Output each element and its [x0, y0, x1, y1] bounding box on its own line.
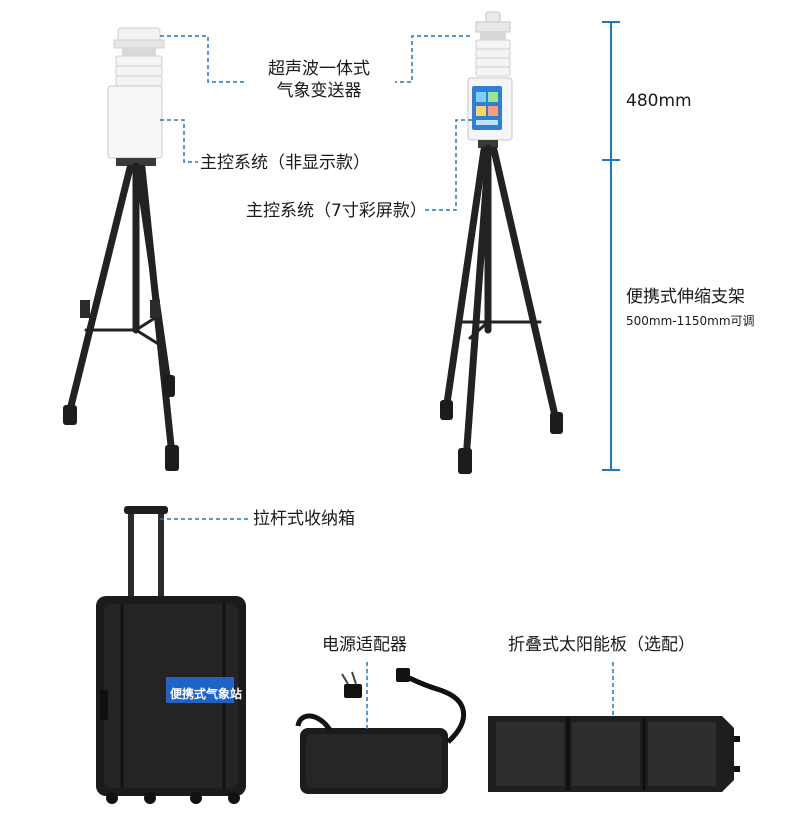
solar-panel-label: 折叠式太阳能板（选配） [508, 635, 695, 655]
callout-lines [160, 35, 614, 732]
folding-solar-panel [488, 716, 740, 792]
right-weather-station [440, 11, 563, 474]
left-ultrasonic-sensor [113, 27, 165, 87]
power-adapter-label: 电源适配器 [322, 635, 407, 655]
case-sticker [166, 677, 234, 703]
transmitter-label-line1: 超声波一体式 [268, 59, 370, 79]
case-sticker-text: 便携式气象站 [170, 687, 243, 701]
stand-title: 便携式伸缩支架 [626, 287, 745, 307]
trolley-case-label: 拉杆式收纳箱 [253, 509, 355, 529]
left-weather-station [63, 27, 179, 471]
right-tripod [442, 144, 560, 464]
right-ultrasonic-sensor [475, 11, 511, 77]
main-control-color-screen-label: 主控系统（7寸彩屏款） [246, 201, 427, 221]
trolley-case [96, 506, 246, 804]
transmitter-label-line2: 气象变送器 [276, 81, 362, 101]
height-label: 480mm [626, 91, 692, 111]
main-control-no-display-label: 主控系统（非显示款） [200, 153, 370, 173]
stand-range: 500mm-1150mm可调 [626, 314, 755, 328]
transmitter-label: 超声波一体式 气象变送器 [244, 58, 394, 102]
height-dimension [602, 21, 620, 471]
power-adapter [295, 668, 466, 794]
left-control-box [107, 85, 163, 159]
